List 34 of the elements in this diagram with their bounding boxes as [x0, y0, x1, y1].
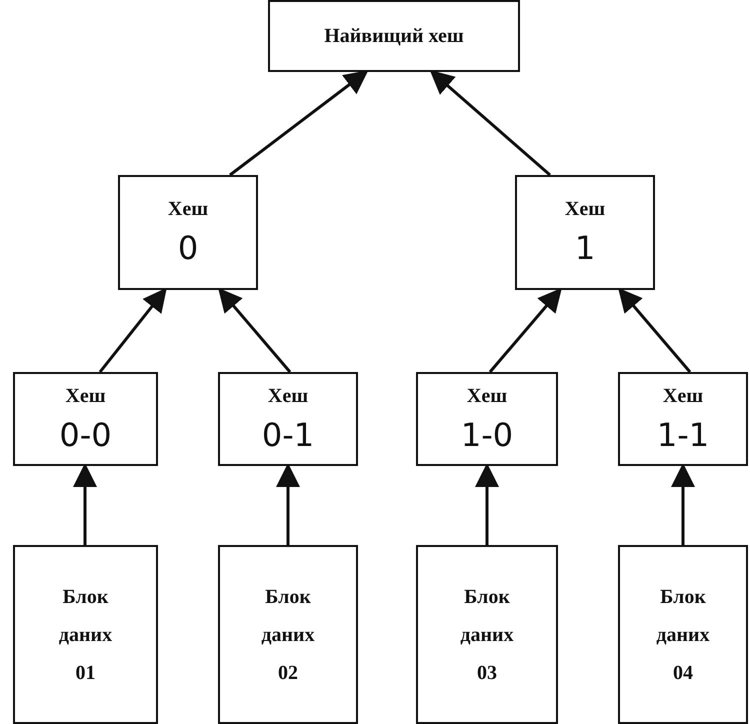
- data-block-box: [13, 545, 158, 724]
- hash-box: [118, 175, 258, 290]
- data-block-label: Блок даних 02: [261, 584, 315, 686]
- hash-label: Хеш: [168, 198, 208, 221]
- data-block-box: [218, 545, 358, 724]
- arrow: [218, 288, 292, 373]
- data-block-box: [416, 545, 558, 724]
- data-block-box: [618, 545, 748, 724]
- hash-label: Хеш: [268, 384, 308, 408]
- arrow: [618, 288, 692, 373]
- hash-box: [218, 372, 358, 466]
- arrow: [488, 288, 562, 373]
- hash-box: [416, 372, 558, 466]
- hash-box: [515, 175, 655, 290]
- hash-label: Хеш: [662, 384, 704, 408]
- arrow: [98, 288, 167, 373]
- data-block-label: Блок даних 04: [656, 584, 710, 686]
- hash-index: 0-0: [59, 416, 112, 454]
- hash-index: 0-1: [262, 416, 314, 454]
- hash-index: 1: [574, 229, 596, 267]
- data-block-label: Блок даних 01: [58, 584, 112, 686]
- hash-label: Хеш: [65, 384, 106, 408]
- data-block-label: Блок даних 03: [460, 584, 514, 686]
- hash-box: [13, 372, 158, 466]
- hash-box: [618, 372, 748, 466]
- hash-label: Хеш: [564, 198, 606, 221]
- arrow: [430, 70, 551, 176]
- root-hash-box: [268, 0, 520, 72]
- hash-index: 0: [178, 229, 198, 267]
- hash-label: Хеш: [466, 384, 508, 408]
- root-hash-label: Найвищий хеш: [324, 24, 464, 48]
- arrow: [229, 70, 368, 176]
- hash-index: 1-0: [460, 416, 514, 454]
- hash-index: 1-1: [656, 416, 710, 454]
